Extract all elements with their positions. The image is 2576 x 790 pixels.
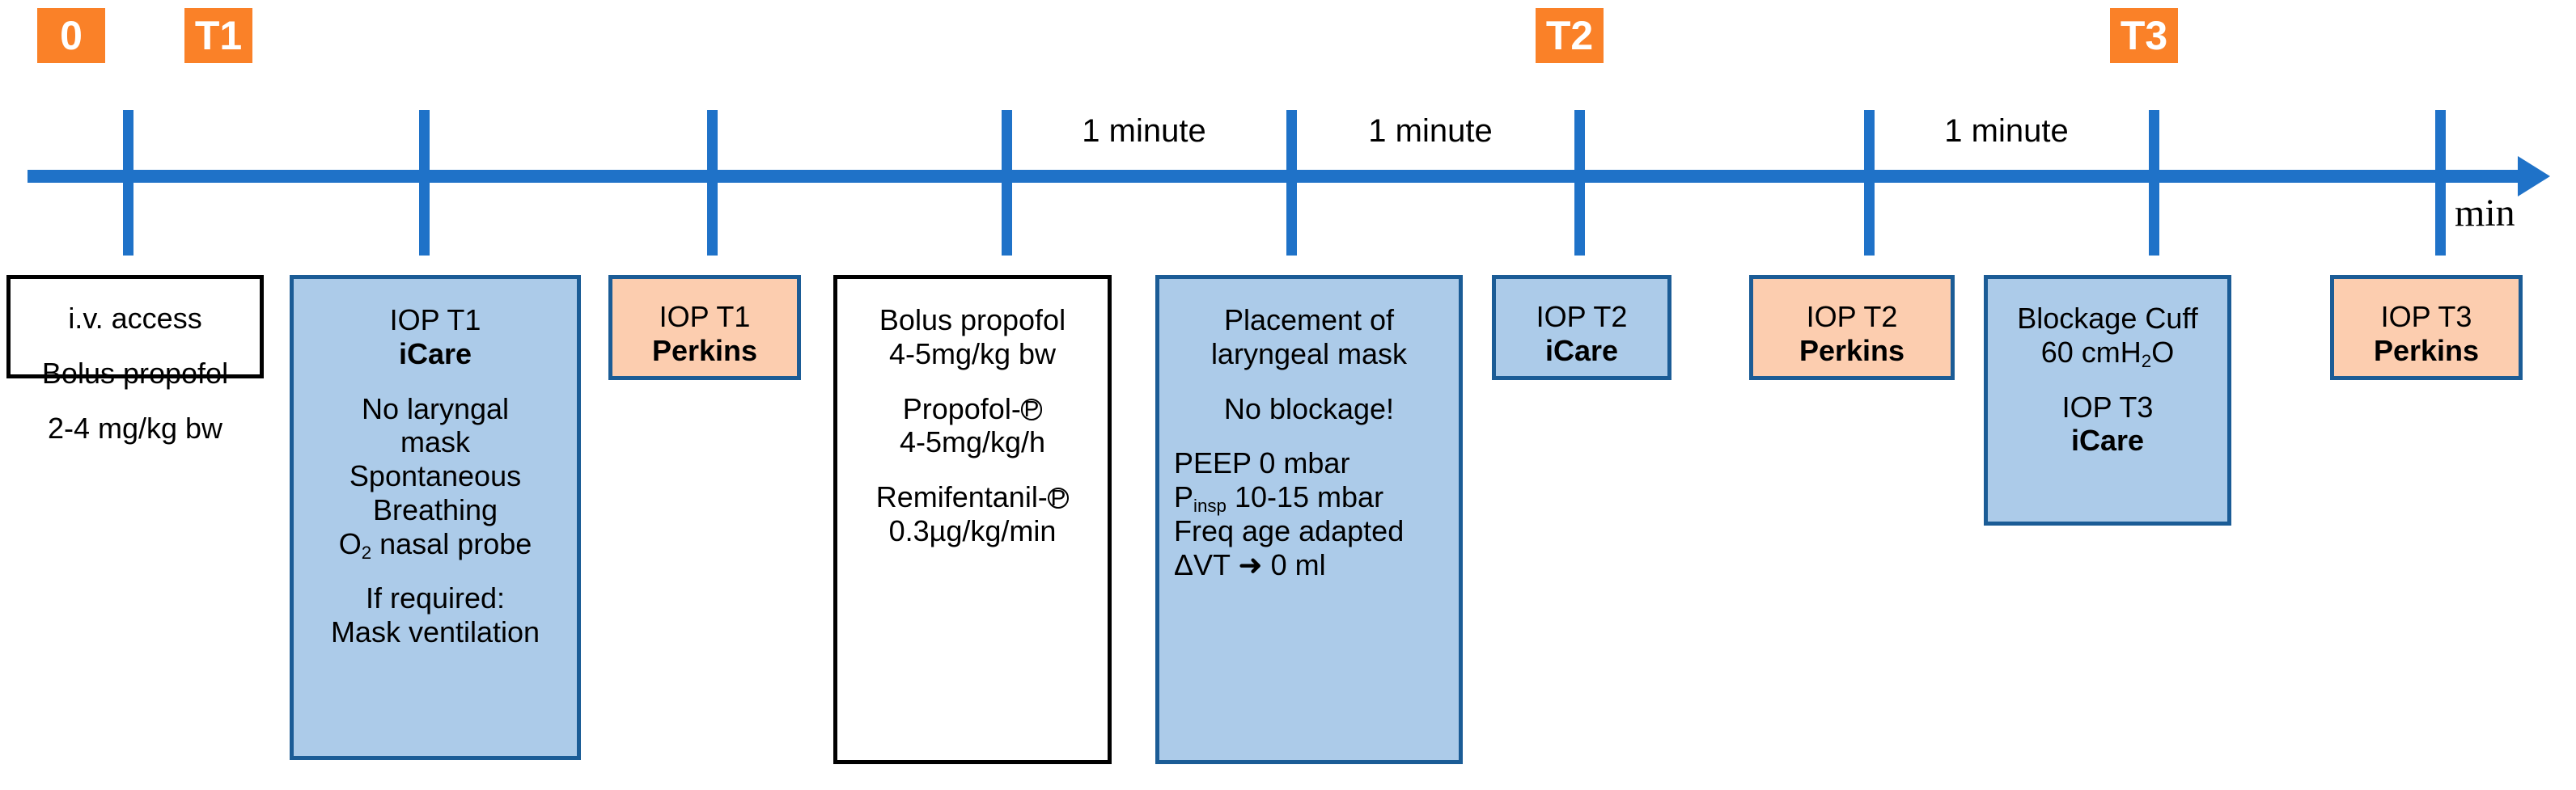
laryngeal-mask-placement-box: Placement of laryngeal mask No blockage!… <box>1155 275 1463 764</box>
laryngeal-mask-title-1: Placement of <box>1223 303 1395 336</box>
tick-mark-0 <box>123 110 133 256</box>
pinsp-value: 10-15 mbar <box>1226 480 1384 513</box>
tick-mark-7 <box>1864 110 1875 256</box>
propofol-perfusor-label: Propofol-P <box>837 392 1108 426</box>
iop-t2-icare-device: iCare <box>1544 333 1619 367</box>
propofol-perfusor-dose: 4-5mg/kg/h <box>899 425 1046 459</box>
cuff-pressure-value: 60 cmH <box>2040 335 2142 369</box>
iop-t1-icare-title: IOP T1 <box>389 303 481 336</box>
cuff-pressure-unit: O <box>2151 335 2175 369</box>
spacer <box>837 459 1108 480</box>
peep-setting: PEEP 0 mbar <box>1174 446 1350 480</box>
timeline-arrow-head <box>2518 156 2550 196</box>
blockage-cuff-box: Blockage Cuff 60 cmH2O IOP T3 iCare <box>1984 275 2231 526</box>
iop-t2-icare-title: IOP T2 <box>1536 300 1628 333</box>
tick-mark-4 <box>1002 110 1012 256</box>
tick-mark-t1 <box>419 110 430 256</box>
propofol-bolus-label: Bolus propofol <box>879 303 1066 336</box>
iop-t1-perkins-title: IOP T1 <box>659 300 751 333</box>
cuff-pressure-subscript: 2 <box>2141 350 2152 371</box>
iop-t2-perkins-device: Perkins <box>1799 333 1905 367</box>
iop-t1-icare-device: iCare <box>398 336 472 370</box>
interval-label-2: 1 minute <box>1368 113 1493 149</box>
interval-label-1: 1 minute <box>1082 113 1206 149</box>
iop-t1-icare-line-3: Spontaneous <box>349 459 522 492</box>
iop-t1-icare-line-2: mask <box>400 425 470 459</box>
iop-t3-icare-title: IOP T3 <box>2061 390 2154 424</box>
propofol-infusion-box: Bolus propofol 4-5mg/kg bw Propofol-P 4-… <box>833 275 1112 764</box>
iop-t1-icare-box: IOP T1 iCare No laryngal mask Spontaneou… <box>290 275 581 760</box>
spacer <box>294 371 577 392</box>
blockage-cuff-pressure: 60 cmH2O <box>1988 335 2227 371</box>
pinsp-symbol: P <box>1174 480 1194 513</box>
oxygen-subscript: 2 <box>361 542 372 563</box>
tick-mark-end <box>2435 110 2446 256</box>
iop-t2-icare-box: IOP T2 iCare <box>1492 275 1671 380</box>
timepoint-badge-t2[interactable]: T2 <box>1536 8 1604 63</box>
interval-label-3: 1 minute <box>1944 113 2069 149</box>
pinsp-subscript: insp <box>1193 496 1227 517</box>
timepoint-badge-t3[interactable]: T3 <box>2110 8 2178 63</box>
remifentanil-perfusor-label: Remifentanil-P <box>837 480 1108 514</box>
oxygen-symbol: O <box>338 526 362 560</box>
remifentanil-perfusor-dose: 0.3µg/kg/min <box>888 513 1057 547</box>
iop-t1-icare-line-5: O2 nasal probe <box>294 526 577 563</box>
blockage-cuff-title: Blockage Cuff <box>2017 302 2198 335</box>
remifentanil-perfusor-text: Remifentanil- <box>875 480 1048 513</box>
tick-mark-t2 <box>1574 110 1585 256</box>
spacer <box>1988 370 2227 391</box>
spacer <box>1159 425 1459 446</box>
iop-t1-icare-line-6: If required: <box>365 581 506 615</box>
laryngeal-mask-title-2: laryngeal mask <box>1210 336 1408 370</box>
tick-mark-5 <box>1286 110 1297 256</box>
tick-mark-3 <box>707 110 718 256</box>
iop-t1-icare-line-7: Mask ventilation <box>330 615 540 648</box>
timepoint-badge-0[interactable]: 0 <box>37 8 105 63</box>
iv-access-line-2: Bolus propofol <box>41 356 229 390</box>
frequency-setting: Freq age adapted <box>1174 513 1405 547</box>
propofol-bolus-dose: 4-5mg/kg bw <box>888 336 1057 370</box>
delta-vt-setting: ΔVT ➜ 0 ml <box>1174 547 1326 581</box>
iv-access-line-3: 2-4 mg/kg bw <box>47 411 223 445</box>
iv-access-line-1: i.v. access <box>68 302 202 335</box>
iop-t1-icare-line-1: No laryngal <box>361 391 510 425</box>
iop-t1-perkins-box: IOP T1 Perkins <box>608 275 801 380</box>
iop-t1-icare-line-4: Breathing <box>372 492 498 526</box>
iop-t3-perkins-title: IOP T3 <box>2380 300 2472 333</box>
iop-t2-perkins-box: IOP T2 Perkins <box>1749 275 1955 380</box>
iop-t3-icare-device: iCare <box>2070 424 2145 458</box>
iop-t2-perkins-title: IOP T2 <box>1806 300 1898 333</box>
tick-mark-t3 <box>2149 110 2159 256</box>
timeline-axis <box>28 170 2524 183</box>
axis-unit-label: min <box>2455 192 2515 234</box>
no-blockage-note: No blockage! <box>1223 391 1395 425</box>
iv-access-box: i.v. access Bolus propofol 2-4 mg/kg bw <box>6 275 264 445</box>
iop-t3-perkins-device: Perkins <box>2373 333 2480 367</box>
spacer <box>11 391 260 412</box>
pinsp-setting: Pinsp 10-15 mbar <box>1159 480 1459 517</box>
spacer <box>837 371 1108 392</box>
perfusor-icon: P <box>1020 397 1043 420</box>
oxygen-rest: nasal probe <box>371 526 532 560</box>
propofol-perfusor-text: Propofol- <box>902 391 1021 425</box>
iop-t3-perkins-box: IOP T3 Perkins <box>2330 275 2523 380</box>
perfusor-icon: P <box>1047 486 1070 509</box>
iop-t1-perkins-device: Perkins <box>651 333 758 367</box>
timepoint-badge-t1[interactable]: T1 <box>184 8 252 63</box>
spacer <box>294 560 577 581</box>
spacer <box>1159 371 1459 392</box>
spacer <box>11 336 260 357</box>
